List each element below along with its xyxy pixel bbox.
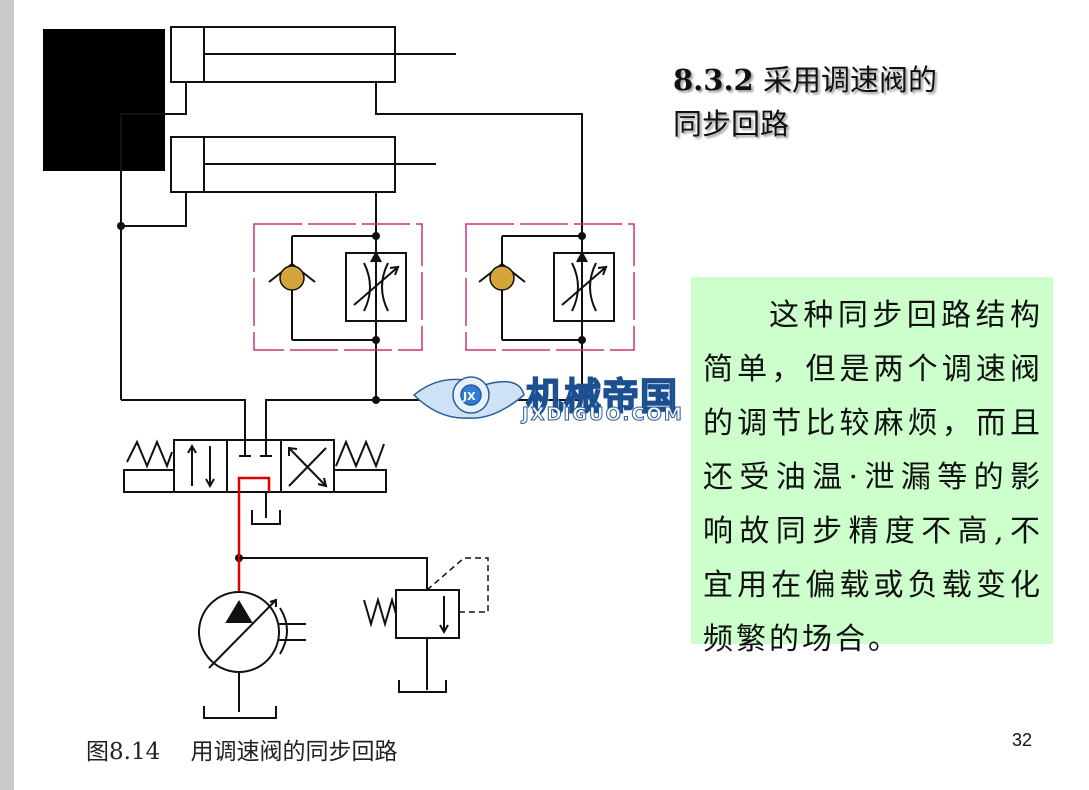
pressure-line [237,476,271,600]
hydraulic-circuit-diagram [43,26,635,719]
slide-title: 8.3.2 采用调速阀的 同步回路 [673,58,937,146]
right-speed-valve [465,223,635,351]
load-block [43,29,165,171]
title-line2: 同步回路 [673,107,790,141]
lower-cylinder [170,136,436,193]
watermark-domain: JXDIGUO.COM [522,404,684,426]
note-box: 这种同步回路结构简单，但是两个调速阀的调节比较麻烦，而且还受油温·泄漏等的影响故… [691,277,1053,657]
relief-valve [239,557,489,693]
left-speed-valve [253,223,423,351]
title-line1: 采用调速阀的 [762,63,937,97]
title-number: 8.3.2 [673,63,754,97]
page-number: 32 [1012,730,1033,750]
watermark-name: 机械帝国 [525,374,678,419]
pump [198,591,306,719]
watermark-badge: JX [462,390,476,403]
upper-cylinder [170,26,456,83]
directional-valve [123,439,387,525]
watermark-emblem [412,376,525,419]
figure-caption: 图8.14 用调速阀的同步回路 [86,739,398,765]
watermark-badge-icon: JX [462,390,476,403]
